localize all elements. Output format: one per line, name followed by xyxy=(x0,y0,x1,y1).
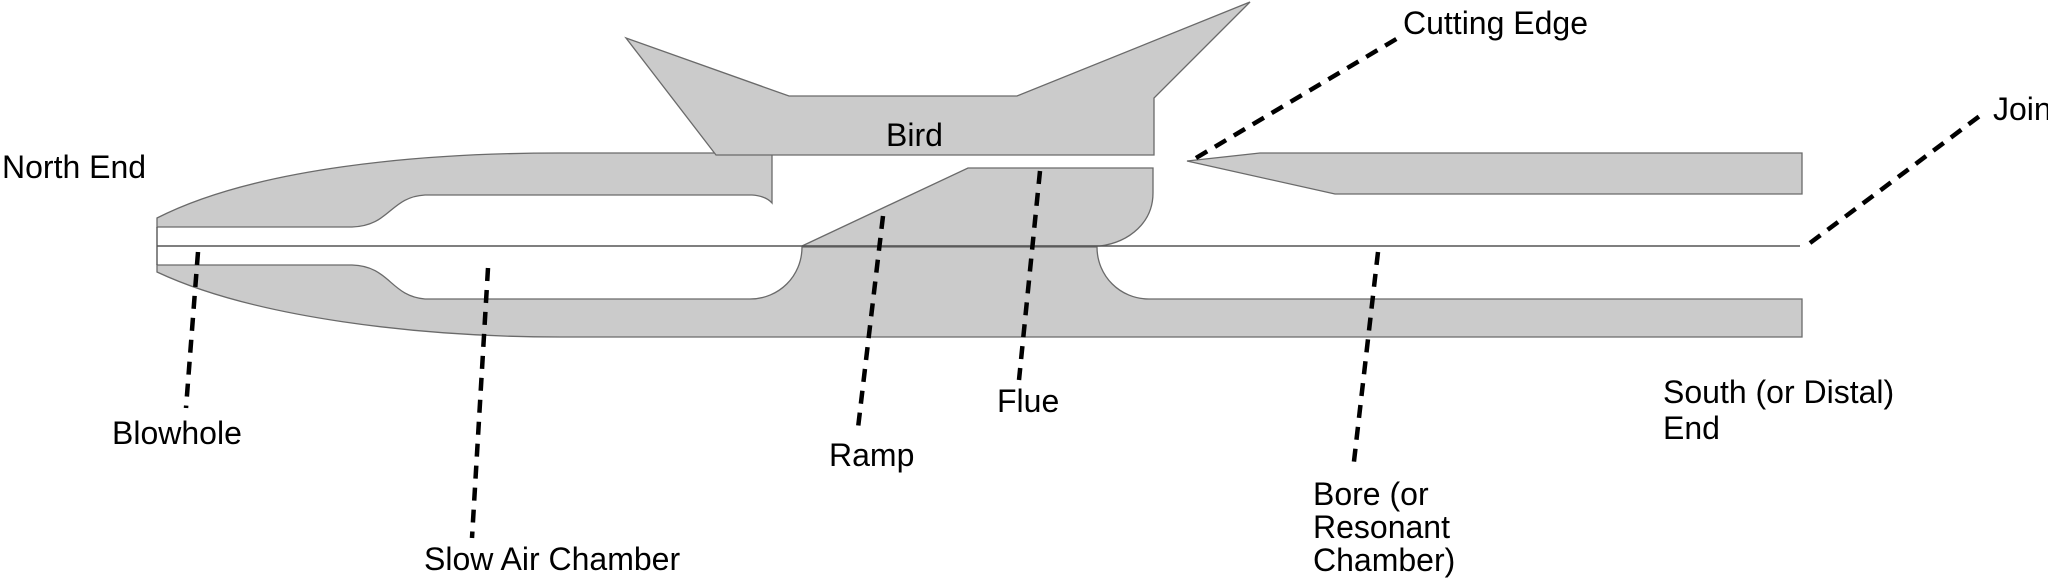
label-blowhole: Blowhole xyxy=(112,415,242,451)
label-flue: Flue xyxy=(997,383,1060,419)
label-north-end: North End xyxy=(2,149,147,185)
blowhole-leader-line xyxy=(183,251,201,409)
plug-ramp-shape xyxy=(801,167,1154,247)
label-slow-air-chamber: Slow Air Chamber xyxy=(424,541,681,577)
ramp-leader-line xyxy=(855,215,886,429)
south-upper-wall-cutting-edge-shape xyxy=(1186,152,1803,195)
bird-block-shape xyxy=(624,1,1251,156)
label-join: Join xyxy=(1993,91,2048,127)
lower-body-shape xyxy=(156,246,1803,338)
slow-air-chamber-leader-line xyxy=(469,267,491,539)
bore-leader-line xyxy=(1350,251,1381,471)
label-south-end: South (or Distal) End xyxy=(1663,374,1895,446)
label-cutting-edge: Cutting Edge xyxy=(1403,5,1589,41)
cutting-edge-leader-line xyxy=(1194,36,1400,160)
join-leader-line xyxy=(1808,110,1987,245)
label-bore-resonant-chamber: Bore (or Resonant Chamber) xyxy=(1313,476,1456,578)
label-ramp: Ramp xyxy=(829,437,915,473)
head-upper-wall-shape xyxy=(156,152,773,228)
label-bird: Bird xyxy=(886,117,943,153)
